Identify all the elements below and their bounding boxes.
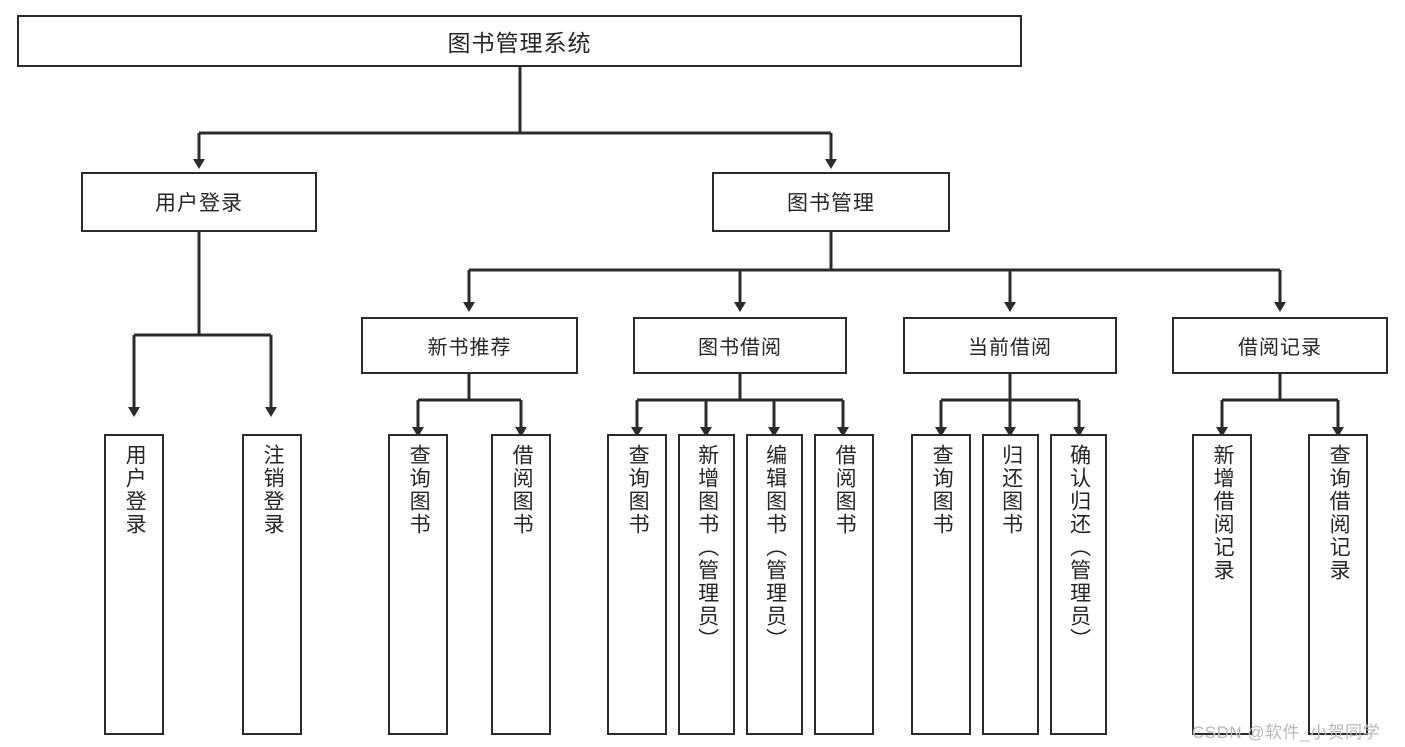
node-user-login-label: 用户登录 (155, 192, 243, 215)
leaf-new-book-borrow[interactable]: 借阅图书 (491, 434, 551, 735)
leaf-label: 新增图书（管理员） (695, 444, 719, 651)
leaf-label: 归还图书 (999, 444, 1023, 536)
leaf-book-borrow-edit[interactable]: 编辑图书（管理员） (746, 434, 803, 735)
watermark: CSDN @软件_小贺同学 (1192, 723, 1381, 742)
leaf-label: 确认归还（管理员） (1067, 444, 1091, 651)
leaf-label: 注销登录 (261, 444, 285, 536)
leaf-current-borrow-return[interactable]: 归还图书 (982, 434, 1039, 735)
node-user-login[interactable]: 用户登录 (81, 172, 317, 232)
leaf-user-login-signin[interactable]: 用户登录 (104, 434, 164, 735)
leaf-label: 用户登录 (123, 444, 147, 536)
leaf-label: 查询图书 (626, 444, 650, 536)
node-borrow-record-label: 借阅记录 (1238, 337, 1322, 359)
leaf-label: 新增借阅记录 (1211, 444, 1235, 582)
leaf-user-login-signout[interactable]: 注销登录 (242, 434, 302, 735)
leaf-book-borrow-add[interactable]: 新增图书（管理员） (678, 434, 735, 735)
node-new-book-recommend-label: 新书推荐 (427, 337, 512, 359)
leaf-new-book-query[interactable]: 查询图书 (388, 434, 448, 735)
leaf-book-borrow-borrow[interactable]: 借阅图书 (814, 434, 874, 735)
leaf-label: 借阅图书 (833, 444, 857, 536)
node-root[interactable]: 图书管理系统 (17, 15, 1022, 67)
leaf-borrow-record-query[interactable]: 查询借阅记录 (1308, 434, 1368, 735)
node-book-borrow[interactable]: 图书借阅 (633, 317, 847, 374)
node-book-management-label: 图书管理 (787, 192, 875, 215)
leaf-current-borrow-query[interactable]: 查询图书 (911, 434, 971, 735)
node-current-borrow[interactable]: 当前借阅 (903, 317, 1117, 374)
node-new-book-recommend[interactable]: 新书推荐 (361, 317, 578, 374)
leaf-label: 查询图书 (930, 444, 954, 536)
node-current-borrow-label: 当前借阅 (968, 337, 1052, 359)
leaf-label: 查询借阅记录 (1327, 444, 1351, 582)
leaf-borrow-record-add[interactable]: 新增借阅记录 (1192, 434, 1252, 735)
leaf-label: 查询图书 (407, 444, 431, 536)
node-borrow-record[interactable]: 借阅记录 (1172, 317, 1388, 374)
node-root-label: 图书管理系统 (447, 30, 592, 56)
leaf-label: 编辑图书（管理员） (763, 444, 787, 651)
leaf-label: 借阅图书 (510, 444, 534, 536)
leaf-book-borrow-query[interactable]: 查询图书 (607, 434, 667, 735)
node-book-borrow-label: 图书借阅 (698, 337, 782, 359)
leaf-current-borrow-confirm-return[interactable]: 确认归还（管理员） (1050, 434, 1107, 735)
node-book-management[interactable]: 图书管理 (712, 172, 950, 232)
